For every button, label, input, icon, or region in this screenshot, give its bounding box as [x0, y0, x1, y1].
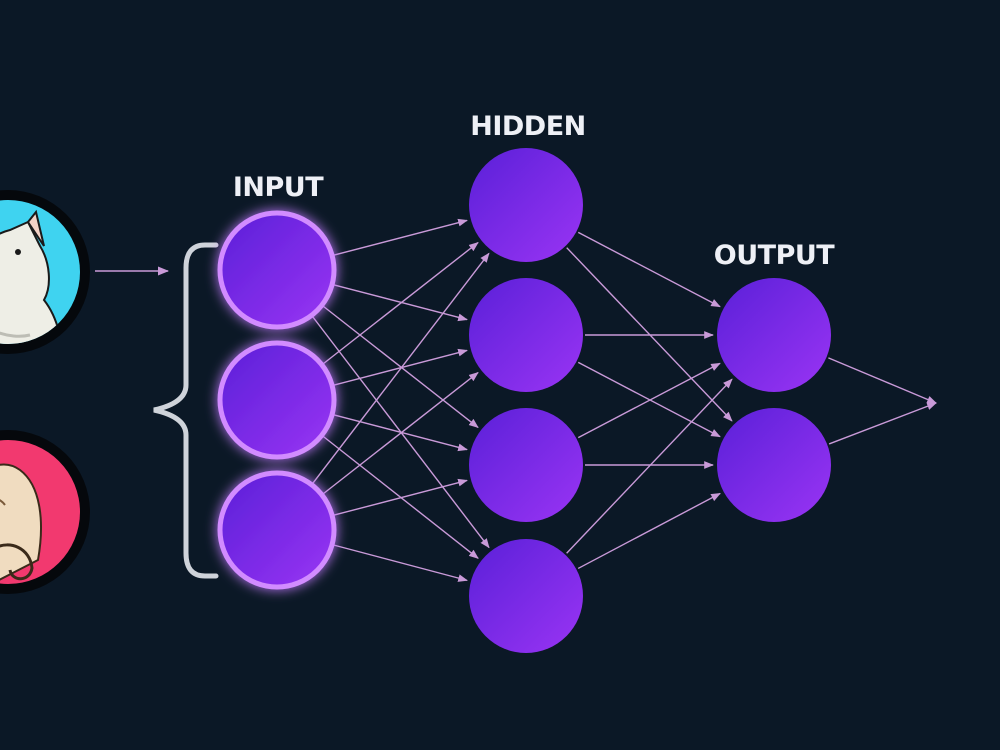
connection-hidden-3-to-output-1: [577, 362, 721, 439]
connection-input-1-to-hidden-2: [333, 284, 468, 322]
connection-output-1-to-result: [828, 357, 937, 404]
hidden-layer-label: HIDDEN: [470, 111, 586, 142]
connection-input-1-to-hidden-1: [333, 218, 468, 256]
connection-hidden-1-to-output-1: [577, 231, 721, 308]
hidden-neuron-1: [469, 148, 583, 262]
connection-hidden-4-to-output-1: [566, 378, 733, 554]
connection-input-3-to-hidden-3: [333, 478, 468, 516]
input-neuron-3: [217, 470, 337, 590]
connection-input-1-to-hidden-3: [323, 305, 479, 428]
input-bracket: [153, 242, 219, 579]
connection-output-2-to-result: [828, 402, 937, 445]
dog-image: [0, 190, 90, 354]
connection-input-3-to-hidden-2: [323, 372, 479, 495]
input-layer-label: INPUT: [233, 172, 324, 203]
connection-input-3-to-hidden-4: [333, 544, 468, 582]
connections: [312, 218, 937, 582]
connection-input-3-to-hidden-1: [312, 252, 490, 484]
connection-input-2-to-hidden-3: [333, 414, 468, 452]
output-layer-label: OUTPUT: [714, 240, 836, 271]
output-neuron-1: [717, 278, 831, 392]
connection-hidden-1-to-output-2: [566, 247, 733, 422]
cat-image: [0, 430, 90, 594]
hidden-neuron-4: [469, 539, 583, 653]
input-neuron-2: [217, 340, 337, 460]
input-neuron-1: [217, 210, 337, 330]
connection-hidden-4-to-output-2: [577, 492, 721, 570]
connection-hidden-2-to-output-2: [577, 361, 721, 438]
hidden-neuron-2: [469, 278, 583, 392]
neurons: [217, 148, 831, 653]
hidden-neuron-3: [469, 408, 583, 522]
output-neuron-2: [717, 408, 831, 522]
connection-input-2-to-hidden-1: [323, 242, 479, 365]
